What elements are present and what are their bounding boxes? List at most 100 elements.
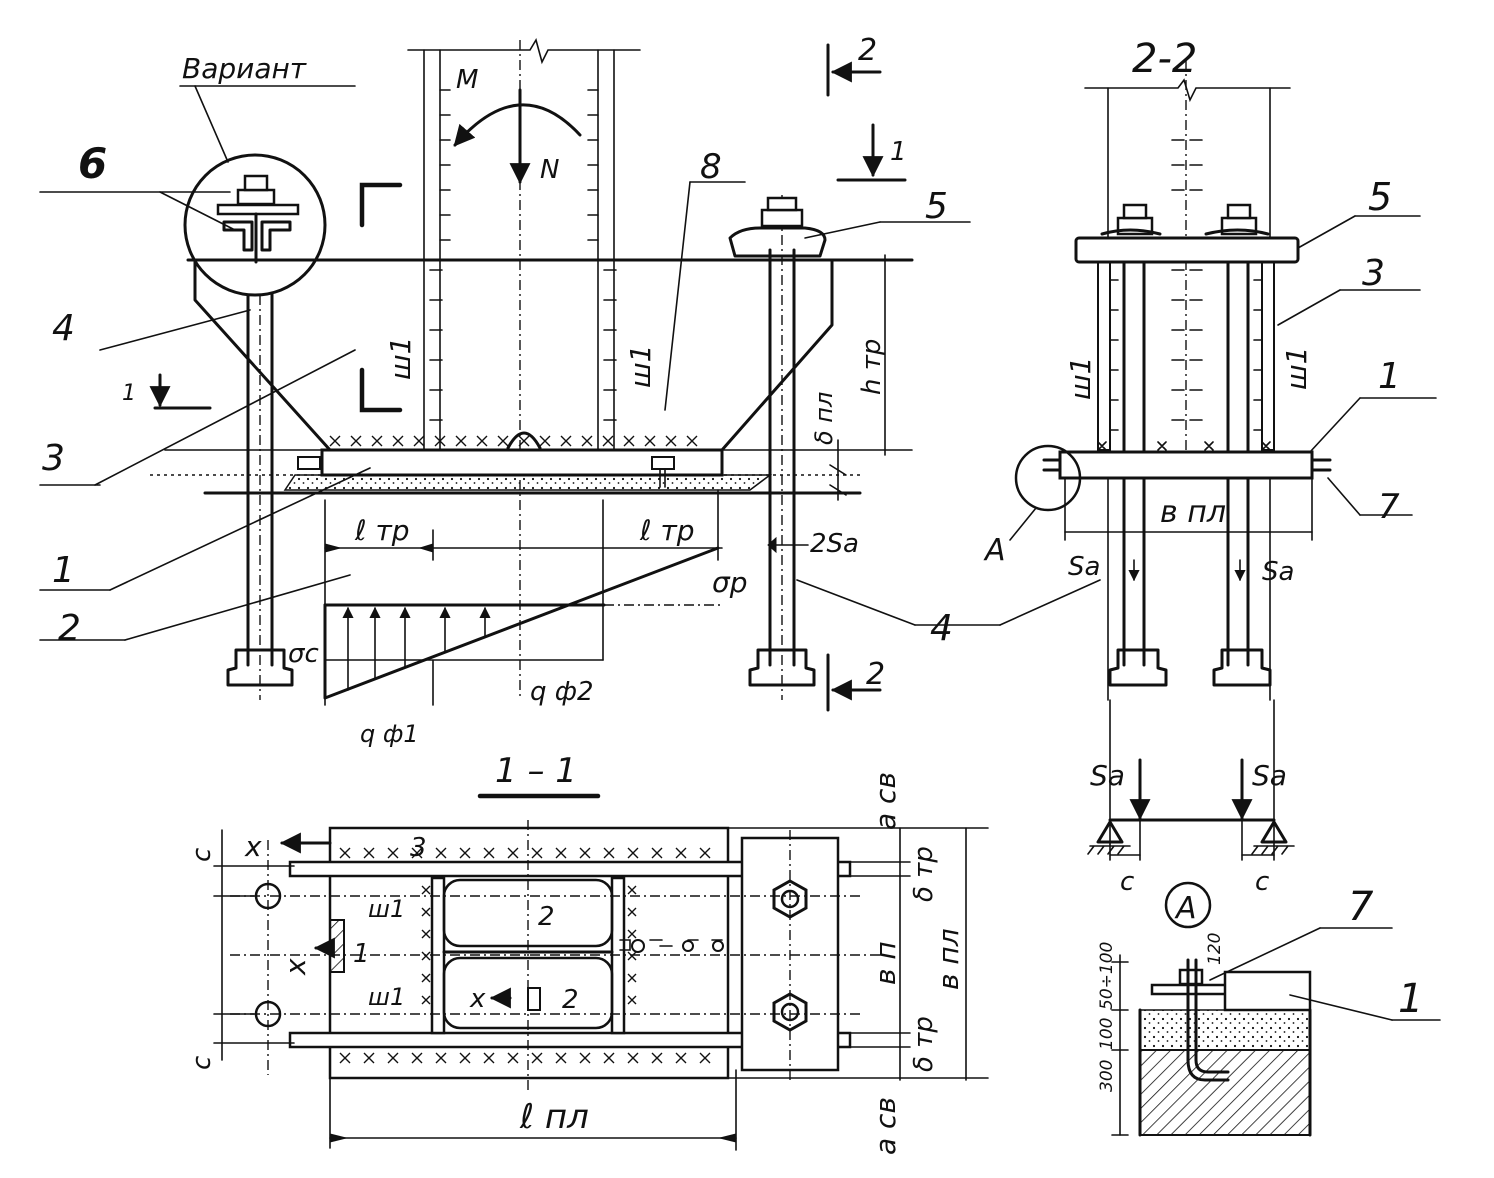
weld-cross	[579, 847, 591, 859]
dim-50-100: 50÷100	[1097, 942, 1117, 1010]
main-callouts: 6 4 3 1 2 8 5 4	[39, 139, 1101, 649]
weld-cross	[371, 435, 383, 447]
dim-120: 120	[1205, 933, 1225, 965]
sigma-p-label: σр	[712, 566, 748, 599]
bolt-load-scheme: Sа Sа с с	[1087, 699, 1295, 897]
weld-cross	[483, 1052, 495, 1064]
axial-force-label: N	[540, 155, 559, 185]
moment-arrow	[453, 103, 582, 147]
weld-cross	[644, 435, 656, 447]
weld-cross	[579, 1052, 591, 1064]
l-pl-label: ℓ пл	[519, 1097, 589, 1137]
plan-traverse-top	[288, 860, 852, 878]
main-elevation: M N	[39, 33, 1101, 748]
two-sa-label: 2Sа	[810, 529, 859, 559]
weld-cross	[459, 1052, 471, 1064]
weld-cross	[675, 847, 687, 859]
weld-cross	[387, 847, 399, 859]
weld-cross	[699, 847, 711, 859]
l-tr-right-label: ℓ тр	[639, 514, 695, 547]
moment-label: M	[456, 65, 478, 95]
weld-cross	[411, 847, 423, 859]
weld-cross	[483, 847, 495, 859]
weld-cross	[434, 435, 446, 447]
weld-cross	[421, 951, 431, 961]
weld-cross	[363, 847, 375, 859]
callout-1-main: 1	[52, 550, 75, 591]
weld-cross	[531, 1052, 543, 1064]
weld-cross	[627, 1052, 639, 1064]
c-scheme-left: с	[1120, 867, 1134, 897]
weld-cross	[627, 973, 637, 983]
weld-cross	[627, 847, 639, 859]
section-cut-2-marks: 2 2	[826, 33, 885, 712]
weld-cross	[627, 885, 637, 895]
weld-sh1-left: ш1	[384, 337, 417, 380]
callout-5-main: 5	[925, 186, 948, 227]
weld-cross	[675, 1052, 687, 1064]
weld-cross	[421, 907, 431, 917]
a-sv-top: а св	[869, 772, 902, 830]
variant-label: Вариант	[182, 52, 307, 85]
weld-cross	[699, 1052, 711, 1064]
weld-cross	[539, 435, 551, 447]
plate-weld-crosses	[329, 435, 698, 447]
callout-8: 8	[700, 147, 722, 187]
weld-sh1-section-left: ш1	[1064, 357, 1097, 400]
weld-cross	[651, 847, 663, 859]
sigma-c-label: σс	[288, 639, 319, 669]
weld-sh1-section-right: ш1	[1280, 347, 1313, 390]
weld-cross	[459, 847, 471, 859]
dim-100: 100	[1097, 1018, 1117, 1050]
b-pl-label-plan: в пл	[932, 928, 965, 990]
weld-cross	[603, 847, 615, 859]
callout-4-left: 4	[52, 308, 75, 349]
plan-c-top: с	[187, 848, 217, 862]
section-2-2: 2-2 А	[983, 36, 1441, 1137]
weld-cross	[435, 847, 447, 859]
weld-cross	[627, 951, 637, 961]
weld-cross	[387, 1052, 399, 1064]
h-tr-label: h тр	[857, 339, 887, 395]
sa-label-2-2-left: Sа	[1068, 552, 1100, 582]
plan-callout-2-top: 2	[538, 902, 555, 932]
plan-callout-2-bottom: 2	[562, 985, 579, 1015]
plate-fixing-bolts	[297, 456, 675, 488]
weld-cross	[497, 435, 509, 447]
weld-cross	[686, 435, 698, 447]
column	[407, 37, 641, 700]
section-2-2-title: 2-2	[1132, 36, 1197, 82]
section-1-1-title: 1 – 1	[495, 751, 577, 791]
x-axis-label-rib: x	[469, 984, 486, 1014]
plan-callout-3: 3	[410, 833, 427, 863]
weld-cross	[560, 435, 572, 447]
x-axis-label-mid: x	[279, 958, 312, 976]
two-sa-dimension: 2Sа	[767, 529, 859, 559]
weld-cross	[329, 435, 341, 447]
stress-diagram: σс σр q ф2 q ф1	[288, 546, 748, 748]
weld-cross	[411, 1052, 423, 1064]
cut-1-right-label: 1	[890, 137, 907, 167]
q-f1-label: q ф1	[360, 720, 419, 748]
traverse-left-gusset	[193, 258, 332, 452]
grout-layer	[283, 474, 773, 491]
section-2-2-washer-plate	[1074, 236, 1300, 264]
weld-cross	[627, 907, 637, 917]
cut-2-top-label: 2	[858, 33, 877, 68]
sa-scheme-right: Sа	[1252, 759, 1287, 792]
plan-weld-sh1-bottom: ш1	[368, 983, 405, 1011]
weld-cross	[421, 995, 431, 1005]
delta-tr-bottom: δ тр	[909, 1016, 939, 1072]
sa-label-2-2-right: Sа	[1262, 557, 1294, 587]
a-sv-bottom: а св	[869, 1097, 902, 1155]
callout-1-detail: 1	[1398, 976, 1423, 1022]
l-tr-left-label: ℓ тр	[354, 514, 410, 547]
weld-cross	[455, 435, 467, 447]
weld-cross	[363, 1052, 375, 1064]
b-pl-label-2-2: в пл	[1160, 495, 1226, 530]
detail-a-circle-marker	[1014, 444, 1082, 512]
weld-cross	[350, 435, 362, 447]
plan-traverse-bottom	[288, 1031, 852, 1049]
weld-cross	[421, 885, 431, 895]
